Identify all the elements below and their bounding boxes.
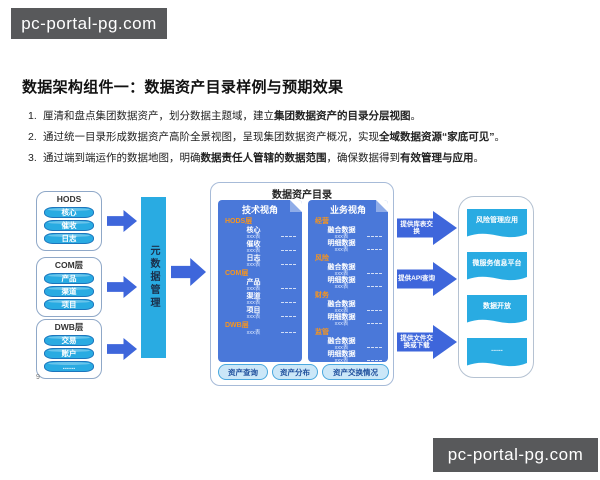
group-name: 监管 [315,329,329,336]
bullet-text: 通过端到端运作的数据地图，明确数据责任人管辖的数据范围，确保数据得到有效管理与应… [43,152,484,164]
leader-line [367,310,382,311]
consumers-panel: 风险管理应用 微服务信息平台 数据开放 ...... [458,196,534,378]
list-item: 2. 通过统一目录形成数据资产高阶全景视图，呈现集团数据资产概况，实现全域数据资… [28,127,573,148]
consumer-microservice-platform: 微服务信息平台 [467,251,527,283]
leader-line [281,332,296,333]
group-name: 风险 [315,255,329,262]
leader-line [367,249,382,250]
consumer-risk-management-app: 风险管理应用 [467,208,527,240]
source-layer-hods: HODS 核心 催收 日志 [36,191,102,251]
bullet-number: 2. [28,131,37,143]
provide-file-exchange-arrow: 提供文件交换或下载 [397,325,457,359]
database-cylinder: 交易 [44,335,94,346]
flag-shape [467,209,527,238]
page-title: 数据架构组件一：数据资产目录样例与预期效果 [22,79,344,96]
catalog-title: 数据资产目录 [272,190,332,201]
leader-line [367,360,382,361]
flag-shape [467,338,527,367]
arrow-label: 提供文件交换或下载 [400,334,433,350]
list-item: 3. 通过端到端运作的数据地图，明确数据责任人管辖的数据范围，确保数据得到有效管… [28,148,573,169]
source-layer-title: HODS [56,194,82,204]
leader-line [281,302,296,303]
watermark-top-left: pc-portal-pg.com [11,8,167,39]
flag-shape [467,252,527,281]
asset-exchange-button: 资产交换情况 [322,364,389,380]
right-arrow-icon [107,338,137,360]
database-cylinder: 催收 [44,220,94,231]
group-name: COM层 [225,270,249,277]
list-item: 1. 厘清和盘点集团数据资产，划分数据主题域，建立集团数据资产的目录分层视图。 [28,106,573,127]
consumer-more: ...... [467,337,527,369]
asset-query-button: 资产查询 [218,364,268,380]
arrow-label: 提供库表交换 [400,220,433,236]
database-cylinder: ...... [44,361,94,372]
provide-api-query-arrow: 提供API查询 [397,262,457,296]
bullet-list: 1. 厘清和盘点集团数据资产，划分数据主题域，建立集团数据资产的目录分层视图。 … [28,106,573,169]
leader-line [281,316,296,317]
leader-line [367,323,382,324]
group-name: DWB层 [225,322,249,329]
source-layer-com: COM层 产品 渠道 项目 [36,257,102,317]
consumer-data-openness: 数据开放 [467,294,527,326]
leader-line [367,286,382,287]
leader-line [281,236,296,237]
page-number: 9 [36,374,40,381]
source-layer-dwb: DWB层 交易 账户 ...... [36,319,102,379]
bullet-text: 通过统一目录形成数据资产高阶全景视图，呈现集团数据资产概况，实现全域数据资源“家… [43,131,505,143]
right-arrow-icon [171,258,206,286]
database-cylinder: 账户 [44,348,94,359]
leader-line [367,347,382,348]
business-view-title: 业务视角 [329,205,366,215]
database-cylinder: 项目 [44,299,94,310]
database-cylinder: 日志 [44,233,94,244]
bullet-text: 厘清和盘点集团数据资产，划分数据主题域，建立集团数据资产的目录分层视图。 [43,110,421,122]
right-arrow-icon [107,210,137,232]
tech-view-title: 技术视角 [241,205,278,215]
leader-line [367,236,382,237]
metadata-management-bar: 元数据管理 [141,197,166,358]
leader-line [281,264,296,265]
provide-table-exchange-arrow: 提供库表交换 [397,211,457,245]
group-name: 财务 [315,292,329,299]
right-arrow-icon [107,276,137,298]
leader-line [367,273,382,274]
group-name: HODS层 [225,218,253,225]
database-cylinder: 产品 [44,273,94,284]
database-cylinder: 核心 [44,207,94,218]
source-layer-title: DWB层 [54,322,84,332]
flag-shape [467,295,527,324]
bullet-number: 1. [28,110,37,122]
leader-line [281,250,296,251]
asset-distribution-button: 资产分布 [272,364,318,380]
source-layer-title: COM层 [54,260,84,270]
leader-line [281,288,296,289]
group-name: 经营 [315,218,329,225]
watermark-bottom-right: pc-portal-pg.com [433,438,598,472]
bullet-number: 3. [28,152,37,164]
arrow-label: 提供API查询 [398,275,436,283]
catalog-entry: xxx表 [218,330,302,336]
database-cylinder: 渠道 [44,286,94,297]
